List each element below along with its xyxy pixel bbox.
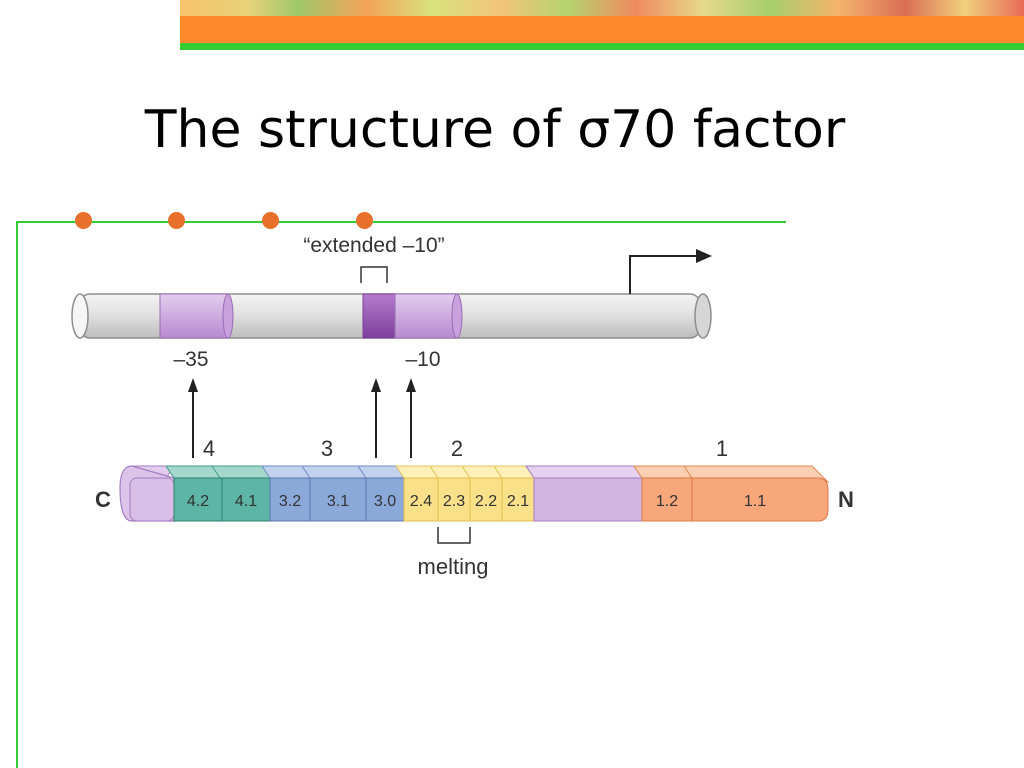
segment-label-1-1: 1.1 bbox=[744, 493, 766, 510]
segment-label-3-0: 3.0 bbox=[374, 493, 396, 510]
extended-minus10-label: “extended –10” bbox=[303, 234, 444, 257]
slide-title: The structure of σ70 factor bbox=[144, 100, 846, 160]
bullet-dot bbox=[356, 212, 373, 229]
segment-label-4-1: 4.1 bbox=[235, 493, 257, 510]
minus10-label: –10 bbox=[405, 348, 440, 371]
decorative-banner bbox=[180, 0, 1024, 16]
segment-label-2-1: 2.1 bbox=[507, 493, 529, 510]
region-number-4: 4 bbox=[203, 436, 215, 461]
segment-label-2-4: 2.4 bbox=[410, 493, 432, 510]
extended-bracket bbox=[360, 266, 388, 283]
bullet-dot bbox=[262, 212, 279, 229]
header-green-bar bbox=[180, 43, 1024, 50]
segment-label-1-2: 1.2 bbox=[656, 493, 678, 510]
segment-label-3-1: 3.1 bbox=[327, 493, 349, 510]
c-terminus-label: C bbox=[95, 487, 111, 512]
header-orange-bar bbox=[180, 16, 1024, 43]
segment-label-2-2: 2.2 bbox=[475, 493, 497, 510]
bullet-dot bbox=[75, 212, 92, 229]
interaction-arrows bbox=[188, 378, 416, 458]
bullet-dot bbox=[168, 212, 185, 229]
promoter-minus35-element bbox=[159, 293, 234, 339]
region-number-3: 3 bbox=[321, 436, 333, 461]
frame-top-line bbox=[16, 221, 786, 223]
melting-bracket bbox=[437, 527, 471, 544]
transcription-start-arrow bbox=[629, 249, 712, 294]
region-number-2: 2 bbox=[451, 436, 463, 461]
melting-label: melting bbox=[418, 554, 489, 579]
region-number-1: 1 bbox=[716, 436, 728, 461]
promoter-minus10-element bbox=[362, 293, 463, 339]
frame-left-line bbox=[16, 221, 18, 768]
segment-label-2-3: 2.3 bbox=[443, 493, 465, 510]
n-terminus-label: N bbox=[838, 487, 854, 512]
segment-label-4-2: 4.2 bbox=[187, 493, 209, 510]
segment-label-3-2: 3.2 bbox=[279, 493, 301, 510]
sigma-protein-bar bbox=[119, 465, 830, 522]
minus35-label: –35 bbox=[173, 348, 208, 371]
